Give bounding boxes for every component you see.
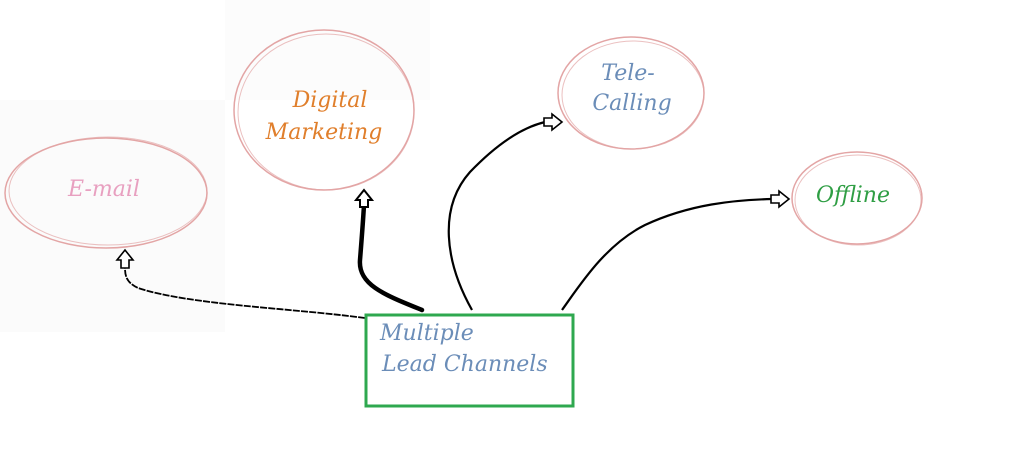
multiple-lead-channels-line1: Multiple — [379, 321, 474, 346]
arrowhead-digital-marketing-icon — [353, 188, 375, 208]
tele-calling-node: Tele- Calling — [557, 36, 705, 150]
email-node: E-mail — [4, 136, 208, 249]
digital-marketing-ellipse-sketch — [237, 33, 415, 191]
arrowhead-email-icon — [115, 248, 135, 269]
background-panel-top — [225, 0, 430, 100]
email-label: E-mail — [67, 177, 140, 202]
offline-ellipse-sketch — [794, 154, 922, 246]
arrowhead-tele-calling-icon — [543, 112, 564, 132]
tele-calling-label-line1: Tele- — [601, 61, 654, 86]
connector-to-digital-marketing — [357, 202, 425, 313]
digital-marketing-node: Digital Marketing — [233, 29, 415, 191]
connector-to-email — [124, 267, 366, 319]
multiple-lead-channels-node: Multiple Lead Channels — [364, 313, 575, 408]
offline-label: Offline — [816, 183, 890, 208]
connector-to-tele-calling — [447, 120, 546, 311]
tele-calling-label-line2: Calling — [592, 91, 671, 116]
digital-marketing-label-line1: Digital — [292, 88, 368, 113]
offline-node: Offline — [791, 151, 923, 246]
tele-calling-ellipse-sketch — [561, 40, 705, 150]
background-panel-left — [0, 100, 225, 332]
multiple-lead-channels-box — [364, 313, 575, 408]
offline-ellipse — [791, 151, 923, 245]
arrowhead-offline-icon — [770, 189, 791, 209]
email-ellipse-sketch — [8, 136, 208, 246]
connector-to-offline — [561, 197, 773, 311]
multiple-lead-channels-line2: Lead Channels — [381, 352, 548, 377]
digital-marketing-label-line2: Marketing — [265, 120, 383, 145]
